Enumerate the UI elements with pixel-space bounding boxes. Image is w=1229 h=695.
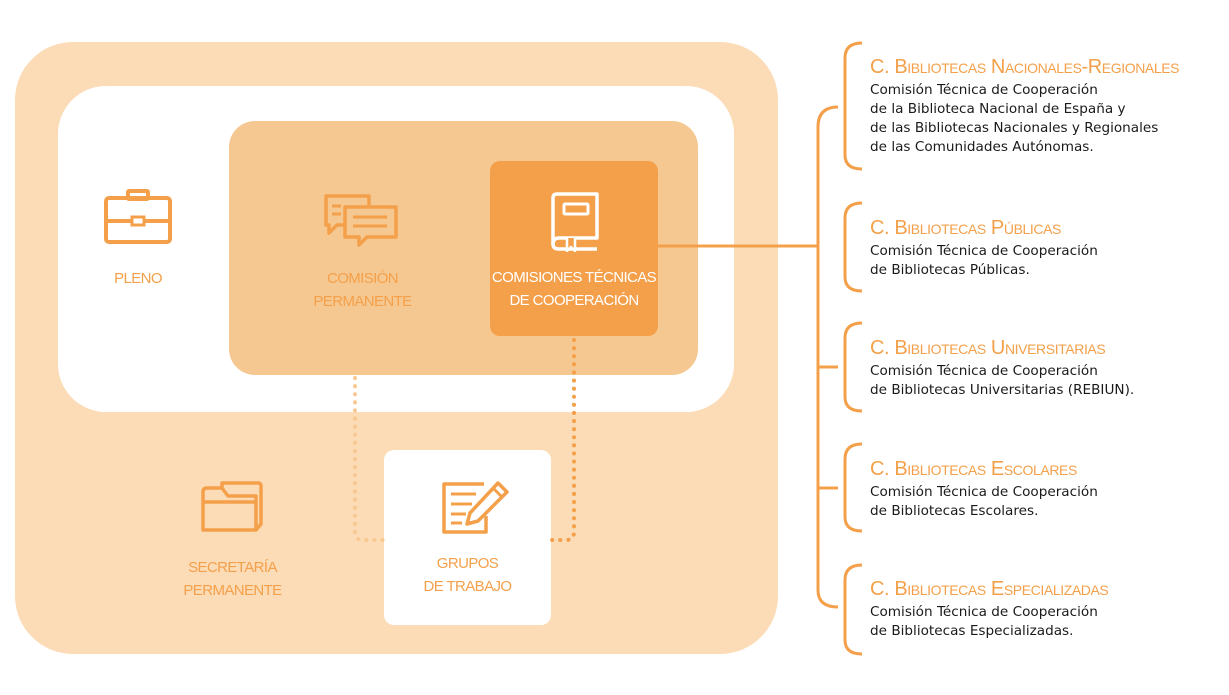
comisiones-tecnicas-label: COMISIONES TÉCNICAS DE COOPERACIÓN <box>491 269 657 309</box>
commission-item: C. Bibliotecas Escolares Comisión Técnic… <box>870 457 1225 521</box>
commission-description: Comisión Técnica de Cooperación de Bibli… <box>870 604 1098 639</box>
pleno-label: PLENO <box>114 270 162 287</box>
commission-title: C. Bibliotecas Públicas <box>870 217 1061 239</box>
commission-description: Comisión Técnica de Cooperación de Bibli… <box>870 363 1135 398</box>
commission-title: C. Bibliotecas Escolares <box>870 458 1077 480</box>
commission-description: Comisión Técnica de Cooperación de Bibli… <box>870 484 1098 519</box>
chat-bubbles-icon <box>323 193 399 249</box>
commission-title: C. Bibliotecas Universitarias <box>870 337 1106 359</box>
commission-title: C. Bibliotecas Nacionales-Regionales <box>870 56 1180 78</box>
commission-title: C. Bibliotecas Especializadas <box>870 578 1109 600</box>
commission-bracket-2 <box>843 201 863 293</box>
commission-item: C. Bibliotecas Universitarias Comisión T… <box>870 336 1225 400</box>
grupos-de-trabajo-box <box>384 450 551 625</box>
briefcase-icon <box>103 189 173 245</box>
main-bracket <box>816 105 839 609</box>
commission-bracket-4 <box>843 442 863 533</box>
commission-description: Comisión Técnica de Cooperación de la Bi… <box>870 82 1159 155</box>
dotted-connector-left <box>353 376 386 542</box>
comision-permanente-label: COMISIÓN PERMANENTE <box>313 270 412 310</box>
commission-item: C. Bibliotecas Nacionales-Regionales Com… <box>870 55 1225 157</box>
secretaria-label: SECRETARÍA PERMANENTE <box>183 559 282 599</box>
commission-description: Comisión Técnica de Cooperación de Bibli… <box>870 243 1098 278</box>
edit-document-icon <box>440 480 510 536</box>
dotted-connector-right <box>549 338 576 542</box>
commission-bracket-5 <box>843 563 863 656</box>
grupos-label: GRUPOS DE TRABAJO <box>423 555 513 595</box>
commission-item: C. Bibliotecas Especializadas Comisión T… <box>870 577 1225 641</box>
commission-bracket-1 <box>843 41 863 171</box>
commission-item: C. Bibliotecas Públicas Comisión Técnica… <box>870 216 1225 280</box>
commission-bracket-3 <box>843 321 863 413</box>
folder-icon <box>200 480 264 534</box>
book-icon <box>549 192 601 252</box>
